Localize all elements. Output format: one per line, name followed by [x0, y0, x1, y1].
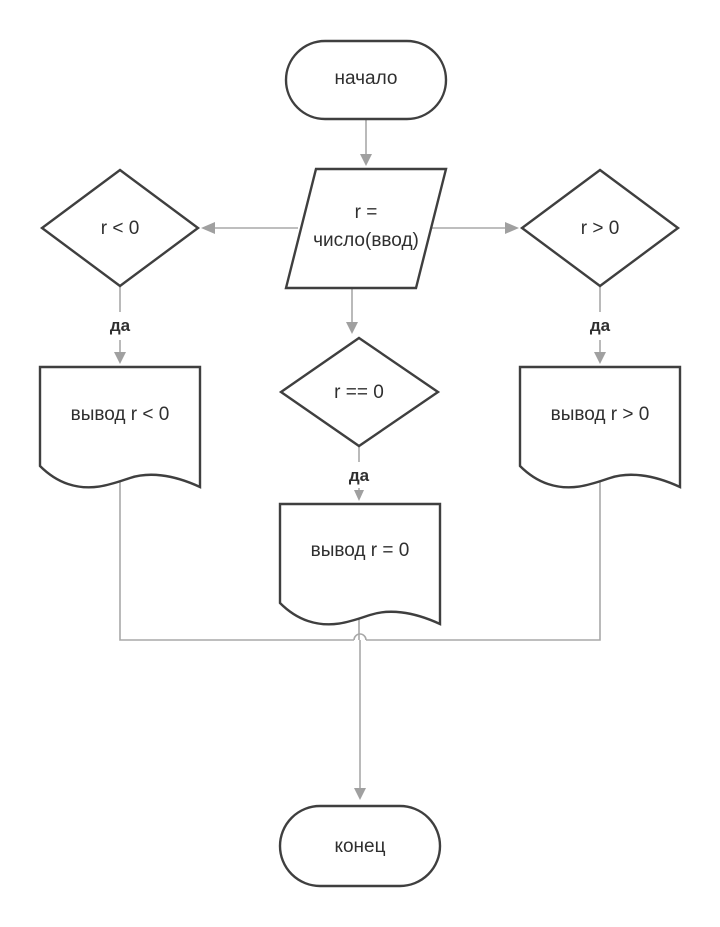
start-label: начало: [335, 68, 398, 89]
start-terminator: [284, 39, 448, 121]
arrowhead: [201, 222, 215, 234]
output-zero-document: [278, 502, 442, 626]
arrowhead: [346, 322, 358, 334]
output-positive-document: [518, 365, 682, 489]
connectors: [114, 120, 606, 800]
input-parallelogram: [284, 167, 448, 290]
edge-negative-to-merge: [119, 478, 354, 641]
arrowhead: [354, 490, 364, 501]
arrowhead: [594, 352, 606, 364]
input-label-line1: r =: [355, 202, 378, 223]
yes-label-middle: да: [349, 466, 370, 485]
edge-positive-to-merge: [366, 478, 601, 641]
output-positive-label: вывод r > 0: [551, 404, 650, 425]
arrowhead: [114, 352, 126, 364]
arrowhead: [354, 788, 366, 800]
decision-positive-label: r > 0: [581, 218, 620, 239]
output-zero-label: вывод r = 0: [311, 540, 410, 561]
output-negative-label: вывод r < 0: [71, 404, 170, 425]
yes-label-right: да: [590, 316, 611, 335]
input-label-line2: число(ввод): [313, 230, 419, 251]
merge-hop: [353, 633, 367, 641]
end-terminator: [278, 804, 442, 888]
arrowhead: [360, 154, 372, 166]
arrowhead: [505, 222, 519, 234]
decision-zero-label: r == 0: [334, 382, 384, 403]
output-negative-document: [38, 365, 202, 489]
yes-label-left: да: [110, 316, 131, 335]
decision-negative-label: r < 0: [101, 218, 140, 239]
decision-zero: [278, 336, 441, 448]
decision-positive: [519, 168, 681, 288]
decision-negative: [39, 168, 201, 288]
end-label: конец: [334, 836, 385, 857]
